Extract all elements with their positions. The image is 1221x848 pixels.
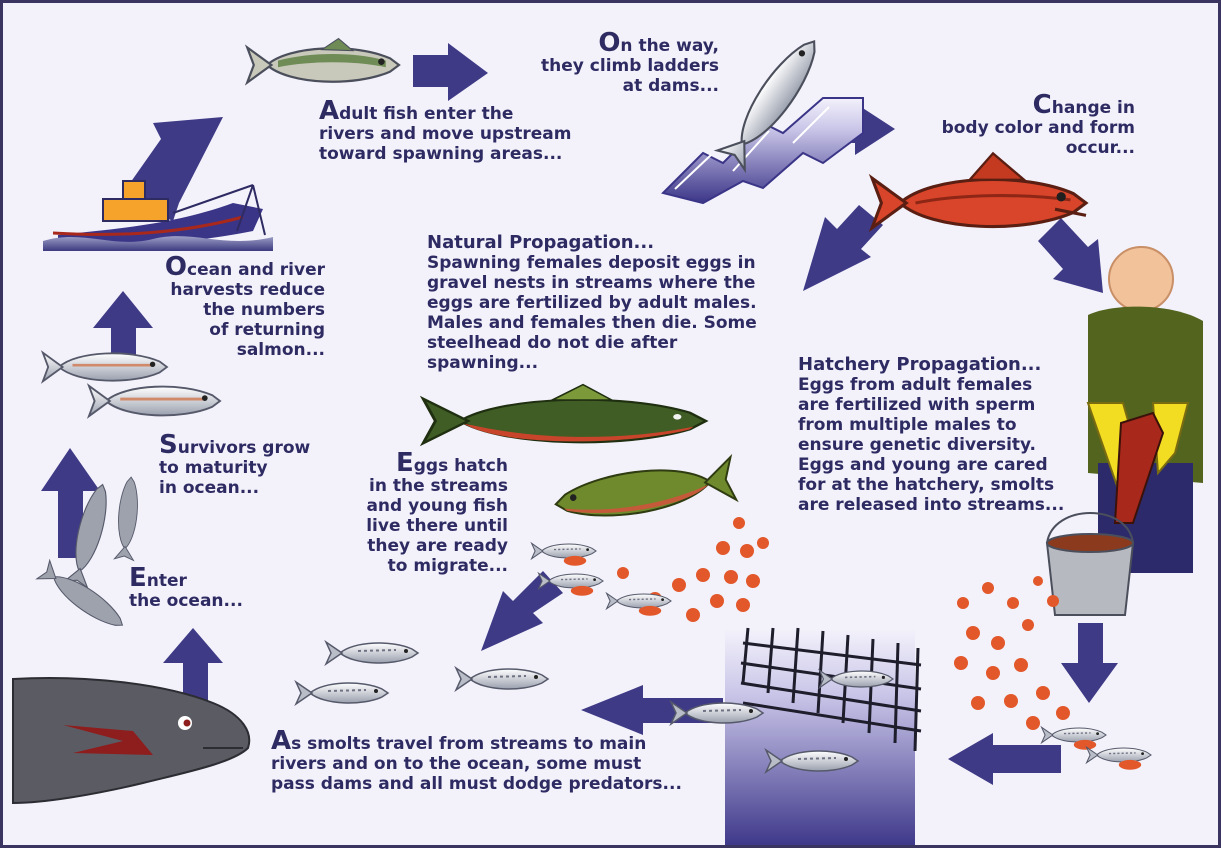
fish-icon [423,385,706,444]
caption-color-change: Change in body color and form occur... [923,95,1135,158]
caption-natural-propagation: Natural Propagation... Spawning females … [427,233,787,373]
caption-smolts-travel: As smolts travel from streams to main ri… [271,731,682,794]
hatchery-propagation-text: Eggs from adult females are fertilized w… [798,375,1064,515]
natural-propagation-text: Spawning females deposit eggs in gravel … [427,253,757,373]
natural-propagation-title: Natural Propagation... [427,233,787,253]
caption-eggs-hatch: Eggs hatch in the streams and young fish… [343,453,508,576]
caption-harvests: Ocean and river harvests reduce the numb… [127,257,325,360]
person-icon [1088,247,1203,573]
caption-survivors: Survivors grow to maturity in ocean... [159,435,310,498]
caption-adult-fish: Adult fish enter the rivers and move ups… [319,101,571,164]
caption-ladders: On the way, they climb ladders at dams..… [523,33,719,96]
caption-hatchery-propagation: Hatchery Propagation... Eggs from adult … [798,355,1088,515]
caption-enter-ocean: Enter the ocean... [129,568,243,611]
fish-icon [247,39,399,83]
predator-icon [13,678,249,803]
fence-icon [725,628,921,848]
hatchery-propagation-title: Hatchery Propagation... [798,355,1088,375]
fish-icon [872,153,1086,227]
fish-icon [89,386,220,416]
fish-icon [553,457,736,526]
fish-icon [37,476,141,634]
